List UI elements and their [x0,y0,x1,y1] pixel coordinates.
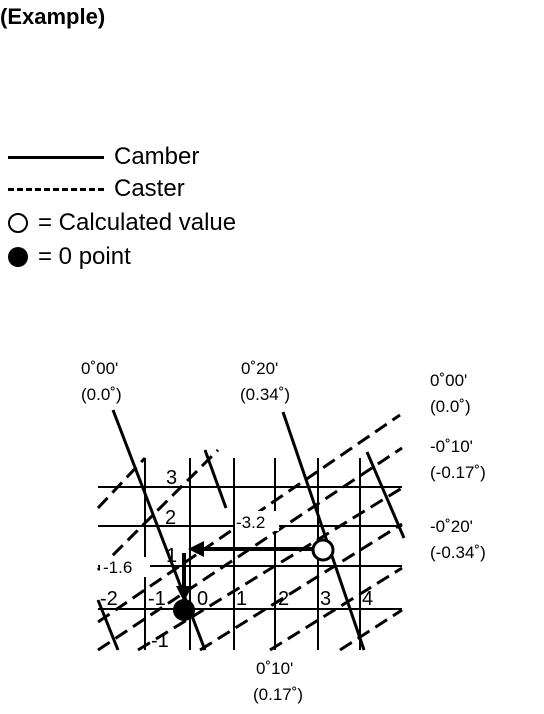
legend-label: Camber [114,143,200,170]
caster-line [199,522,403,652]
solid-line-icon [8,155,104,159]
camber-label-dec: (0.17˚) [253,685,303,704]
x-tick-1: 1 [236,588,247,610]
legend-label: Caster [114,175,185,202]
y-tick-neg1: -1 [151,630,169,652]
camber-label-dec: (0.0˚) [81,385,122,404]
caster-line [339,608,403,652]
vertical-value-label: -1.6 [103,558,132,577]
caster-line [96,448,220,572]
x-tick-2: 2 [278,588,289,610]
arrowhead-left-icon [188,541,204,557]
alignment-diagram: -3.2 -1.6 3 2 1 -1 -2 -1 0 1 2 3 4 0˚00'… [81,359,486,704]
legend-caster: Caster [8,174,185,204]
x-tick-0: 0 [197,588,208,610]
caster-line [97,413,401,624]
camber-label-deg: 0˚00' [81,359,118,378]
caster-label-deg: -0˚20' [430,517,473,536]
arrowhead-down-icon [176,586,192,602]
horizontal-value-label: -3.2 [236,513,265,532]
filled-circle-icon [8,247,28,267]
camber-label-deg: 0˚20' [241,359,278,378]
open-circle-icon [8,213,28,233]
x-tick-neg1: -1 [148,588,166,610]
legend-label: = Calculated value [38,209,237,236]
caster-line [137,486,403,652]
x-tick-3: 3 [320,588,331,610]
caster-line [96,456,147,510]
y-tick-1: 1 [166,545,177,567]
dashed-line-icon [8,187,104,191]
caster-label-dec: (0.0˚) [430,397,471,416]
arrows [176,541,318,602]
caster-label-deg: -0˚10' [430,437,473,456]
y-tick-3: 3 [166,467,177,489]
legend-zero-point: = 0 point [8,242,131,272]
caster-line [97,446,403,652]
camber-line [96,599,120,651]
caster-label-dec: (-0.17˚) [430,463,486,482]
caster-lines [96,413,403,652]
caster-label-deg: 0˚00' [430,371,467,390]
camber-label-deg: 0˚10' [256,659,293,678]
legend-camber: Camber [8,142,199,172]
camber-line [281,411,366,651]
legend-label: = 0 point [38,243,131,270]
calculated-value-marker [311,538,335,562]
y-tick-2: 2 [165,507,176,529]
camber-label-dec: (0.34˚) [240,385,290,404]
camber-line [365,451,406,539]
caster-line [269,566,403,652]
x-tick-4: 4 [362,588,373,610]
legend-calculated-value: = Calculated value [8,208,236,238]
zero-point-marker [173,599,195,621]
page-title: (Example) [0,4,106,29]
x-tick-neg2: -2 [100,588,118,610]
caster-label-dec: (-0.34˚) [430,543,486,562]
